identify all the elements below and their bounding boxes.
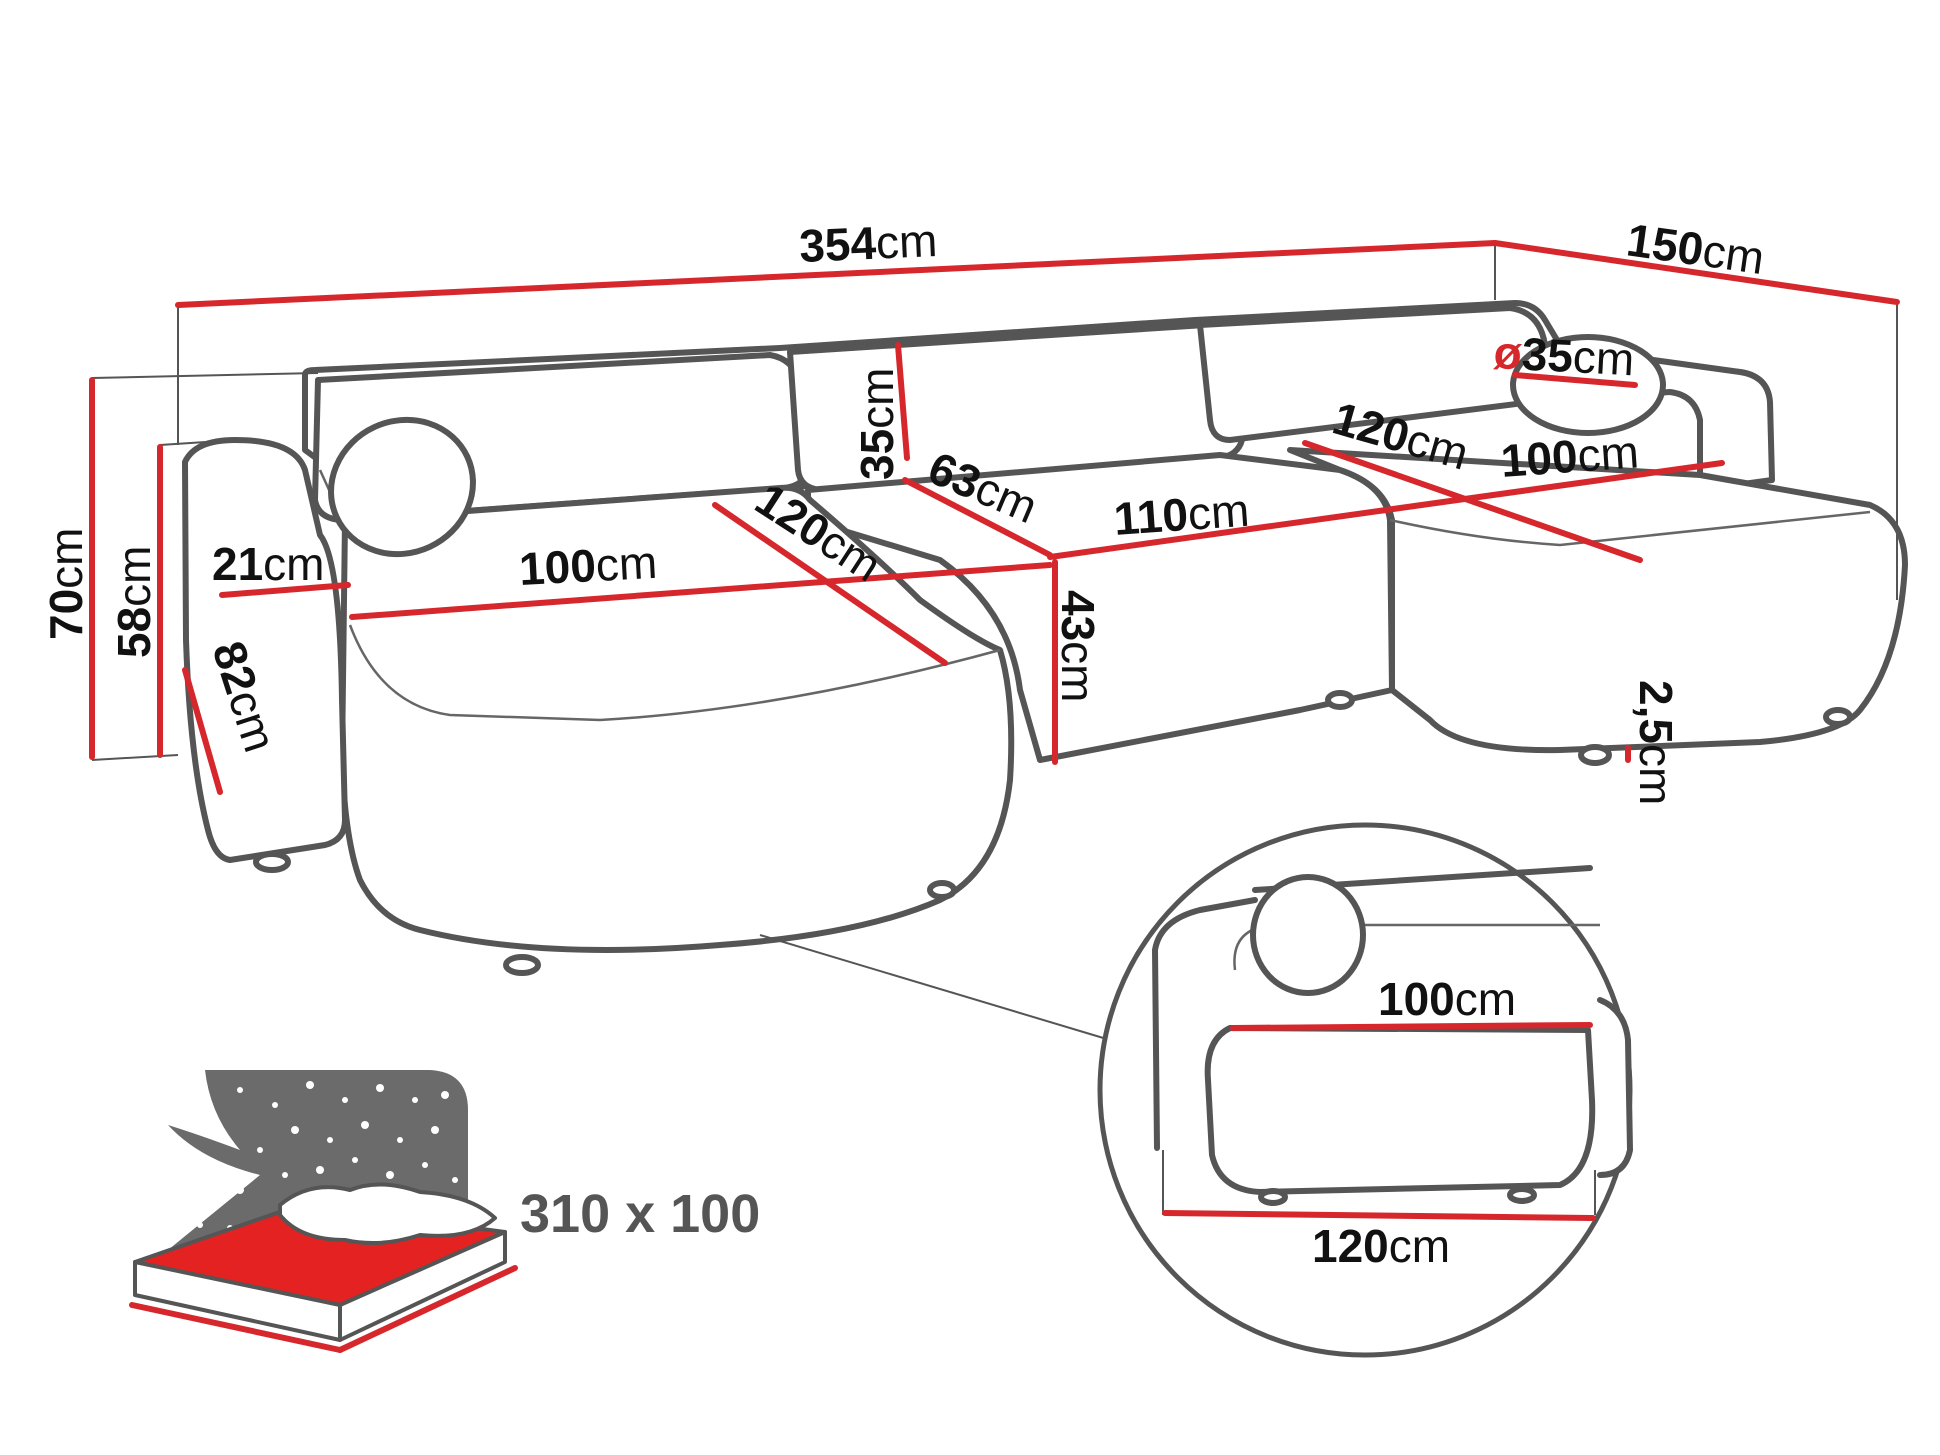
dim-line-detail-length xyxy=(1162,1210,1596,1221)
label-detail-width: 100cm xyxy=(1378,973,1516,1025)
sofa-foot xyxy=(1823,707,1853,727)
left-seat xyxy=(339,484,1015,953)
detail-round-pillow xyxy=(1250,874,1366,996)
dim-line-seat-middle-width xyxy=(1047,460,1725,560)
label-total-length: 354cm xyxy=(798,214,938,272)
label-depth: 150cm xyxy=(1624,213,1768,284)
dim-line-pillow-diameter xyxy=(1512,372,1638,388)
label-backrest-height: 35cm xyxy=(851,368,903,481)
label-seat-left-width: 100cm xyxy=(518,536,659,595)
detail-right-arm xyxy=(1597,997,1633,1178)
bed-with-night-sky-icon xyxy=(129,1070,518,1353)
bed-pillows xyxy=(278,1182,497,1245)
label-detail-length: 120cm xyxy=(1312,1220,1450,1272)
label-seat-middle-width: 110cm xyxy=(1112,484,1251,545)
dim-line-depth xyxy=(1492,240,1900,305)
mattress-side xyxy=(338,1230,507,1342)
left-seat-cushion-front xyxy=(348,624,1001,722)
sofa-foot xyxy=(1578,744,1612,766)
dimension-lines xyxy=(89,240,1900,795)
chaise-top-edge xyxy=(1389,510,1871,547)
label-leg-height: 2,5cm xyxy=(1630,680,1682,805)
sleeping-area-label: 310 x 100 xyxy=(520,1184,760,1244)
dim-line-seat-left-depth xyxy=(712,502,948,666)
sofa-foot xyxy=(1325,690,1355,710)
dim-line-seat-middle-depth xyxy=(902,477,1053,558)
detail-armrest xyxy=(1152,897,1258,1151)
sofa-foot xyxy=(503,954,541,976)
detail-foot xyxy=(1258,1188,1288,1206)
dim-line-detail-width xyxy=(1230,1022,1593,1031)
label-armrest-width: 21cm xyxy=(212,538,325,590)
detail-foot xyxy=(1507,1186,1537,1204)
detail-seat xyxy=(1204,1025,1596,1195)
left-armrest xyxy=(182,437,348,863)
sofa-foot xyxy=(253,851,291,873)
dim-line-backrest-height xyxy=(895,342,910,461)
round-pillow-left xyxy=(328,416,476,558)
sofa-foot xyxy=(927,880,957,900)
label-total-height: 70cm xyxy=(40,528,92,641)
detail-view: 100cm 120cm xyxy=(1097,822,1633,1358)
moon-curve xyxy=(168,1125,260,1250)
dim-line-seat-left-width xyxy=(349,562,1053,620)
stars-decoration xyxy=(182,1081,458,1231)
label-armrest-height: 58cm xyxy=(108,546,160,659)
label-chaise-width: 100cm xyxy=(1499,425,1640,487)
extension-lines xyxy=(91,245,1898,1041)
dim-line-armrest-width xyxy=(219,582,351,598)
bed-dim-right xyxy=(337,1265,518,1353)
dim-line-armrest-depth xyxy=(182,667,223,795)
sofa-drawing xyxy=(182,300,1908,976)
dimension-labels: 354cm 150cm 70cm 58cm 21cm 82cm 100cm 12… xyxy=(40,213,1768,805)
label-seat-height: 43cm xyxy=(1052,590,1104,703)
label-pillow-diameter: ø35cm xyxy=(1492,326,1635,385)
dim-line-total-length xyxy=(175,240,1498,308)
bed-dim-left xyxy=(129,1302,343,1353)
round-pillow-right xyxy=(1510,334,1666,436)
dim-line-chaise-length xyxy=(1302,440,1643,563)
